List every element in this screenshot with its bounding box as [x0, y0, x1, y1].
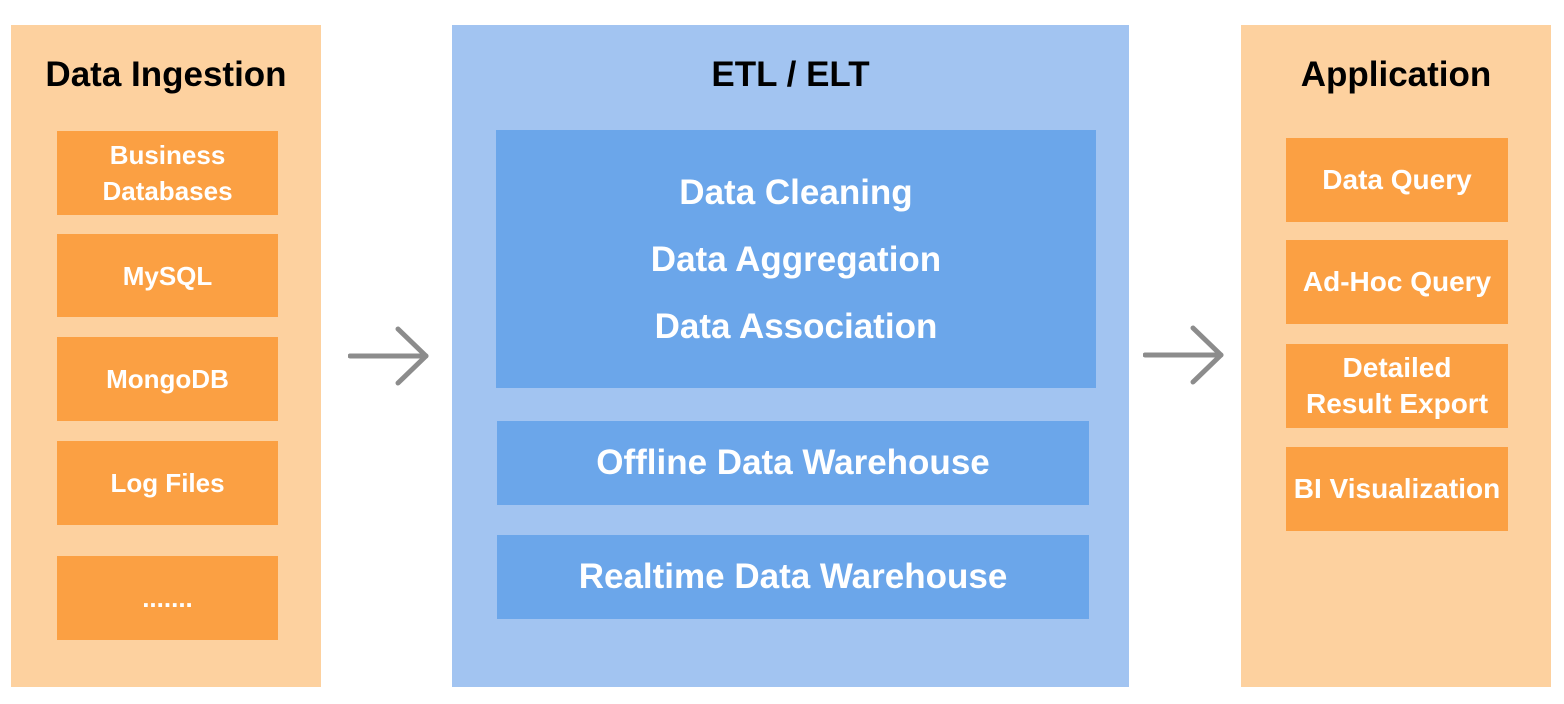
application-item-label: Detailed Result Export	[1305, 352, 1489, 419]
application-title: Application	[1300, 55, 1492, 94]
processing-step-cleaning: Data Cleaning	[679, 172, 913, 212]
ingestion-item-label: MongoDB	[106, 364, 229, 394]
ingestion-item-mongodb: MongoDB	[57, 337, 278, 421]
application-item-label: BI Visualization	[1293, 473, 1501, 504]
application-panel: Application Data Query Ad-Hoc Query Deta…	[1241, 25, 1551, 687]
application-item-ad-hoc-query: Ad-Hoc Query	[1286, 240, 1508, 324]
etl-elt-panel: ETL / ELT Data Cleaning Data Aggregation…	[452, 25, 1129, 687]
processing-step-aggregation: Data Aggregation	[650, 239, 942, 279]
ingestion-item-more: .......	[57, 556, 278, 640]
offline-data-warehouse-box: Offline Data Warehouse	[497, 421, 1089, 505]
etl-elt-title: ETL / ELT	[711, 55, 870, 94]
data-ingestion-title: Data Ingestion	[45, 55, 287, 94]
right-arrow-icon	[1143, 325, 1224, 385]
processing-step-association: Data Association	[654, 306, 938, 346]
application-item-bi-visualization: BI Visualization	[1286, 447, 1508, 531]
realtime-data-warehouse-label: Realtime Data Warehouse	[578, 557, 1008, 596]
processing-box: Data Cleaning Data Aggregation Data Asso…	[496, 130, 1096, 388]
ingestion-item-label: Log Files	[110, 468, 225, 498]
application-item-data-query: Data Query	[1286, 138, 1508, 222]
ingestion-item-log-files: Log Files	[57, 441, 278, 525]
ingestion-item-label: .......	[142, 583, 193, 613]
application-item-label: Data Query	[1322, 164, 1472, 195]
application-item-label: Ad-Hoc Query	[1302, 266, 1492, 297]
data-ingestion-panel: Data Ingestion Business Databases MySQL …	[11, 25, 321, 687]
offline-data-warehouse-label: Offline Data Warehouse	[596, 443, 990, 482]
application-item-detailed-result-export: Detailed Result Export	[1286, 344, 1508, 428]
ingestion-item-mysql: MySQL	[57, 234, 278, 317]
ingestion-item-business-databases: Business Databases	[57, 131, 278, 215]
ingestion-item-label: MySQL	[122, 260, 213, 291]
realtime-data-warehouse-box: Realtime Data Warehouse	[497, 535, 1089, 619]
ingestion-item-label: Business Databases	[102, 140, 233, 206]
right-arrow-icon	[348, 326, 429, 386]
